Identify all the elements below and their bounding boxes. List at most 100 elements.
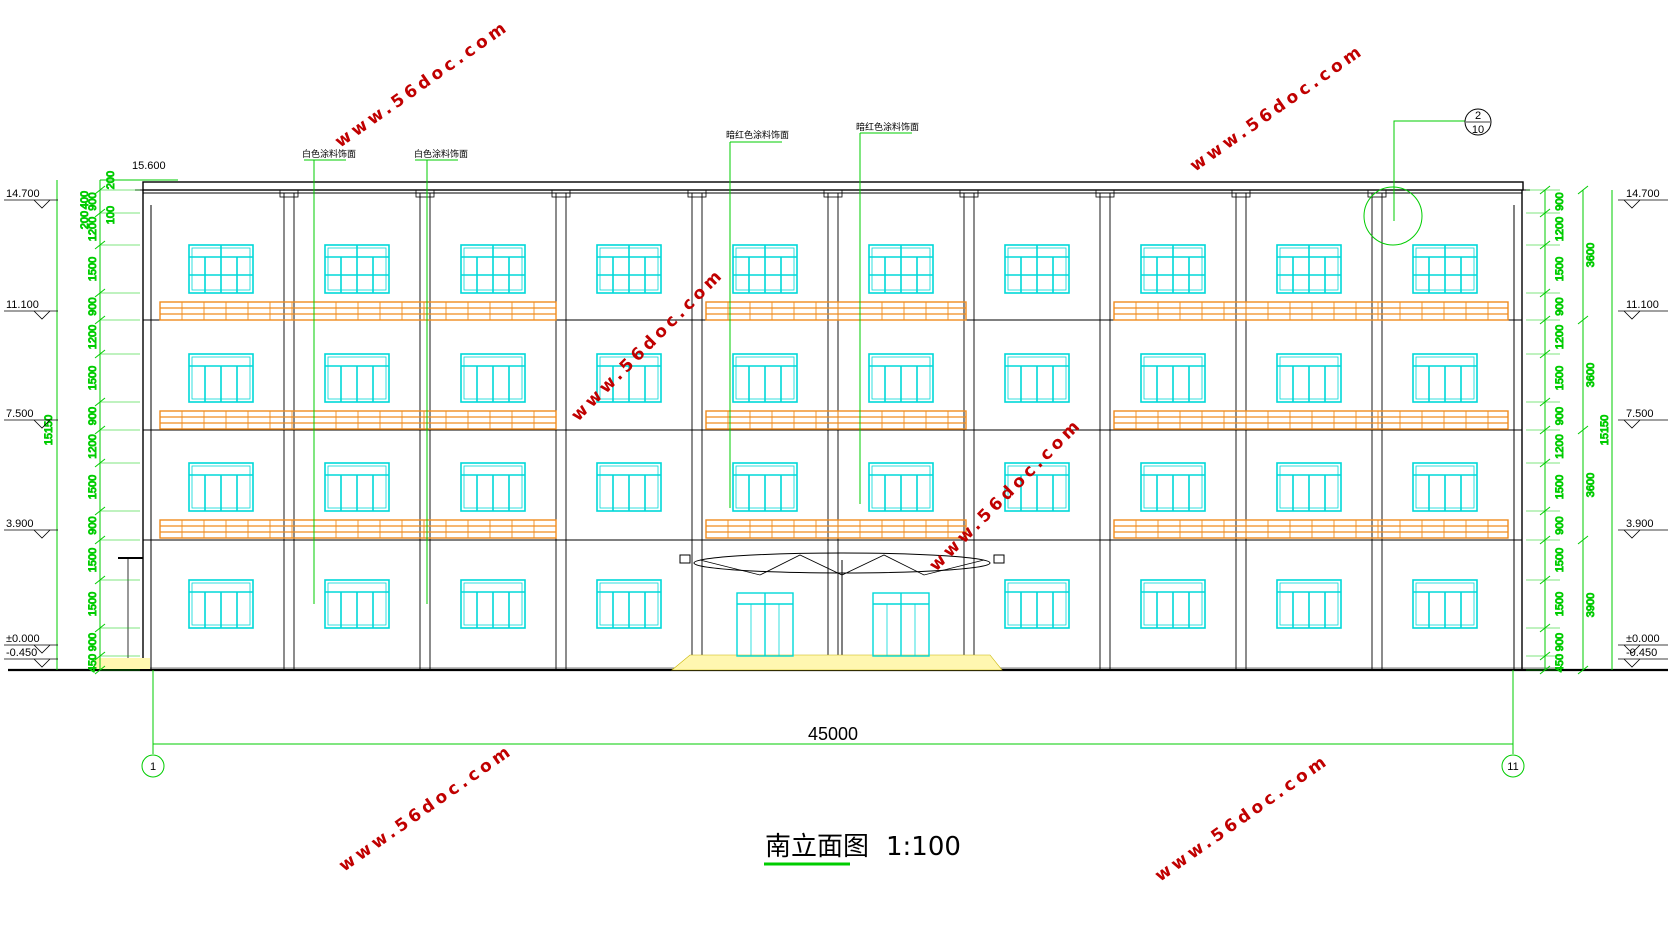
- right-dim-label: 1500: [1554, 257, 1566, 281]
- railing-segment: [1113, 410, 1509, 430]
- overall-width-label: 45000: [808, 724, 858, 744]
- total-height-right: 15150: [1599, 415, 1611, 446]
- watermark-4: www.56doc.com: [925, 414, 1086, 575]
- left-dim-label: 900: [87, 407, 99, 425]
- watermark-5: www.56doc.com: [335, 740, 517, 876]
- balcony-railings: [159, 301, 1509, 539]
- elevation-symbol: [33, 199, 51, 209]
- railing-segment: [159, 410, 557, 430]
- floor-height-label: 3900: [1585, 593, 1597, 617]
- roof-elevation: 15.600: [132, 160, 166, 172]
- right-dim-label: 900: [1554, 192, 1566, 210]
- detail-callout: 2 10: [1464, 108, 1492, 136]
- entrance-door: [736, 592, 794, 657]
- railing-segment: [1113, 301, 1509, 321]
- railing-frame: [705, 301, 967, 321]
- elevation-label: 11.100: [6, 299, 39, 311]
- entrance-door: [872, 592, 930, 657]
- entrance-canopy: [679, 552, 1005, 670]
- drawing-title: 南立面图: [765, 832, 869, 862]
- dim-tick: [1577, 535, 1589, 545]
- elevation-symbol: [1623, 529, 1641, 539]
- window: [1004, 353, 1070, 403]
- elevation-symbol: [33, 419, 51, 429]
- right-dim-label: 900: [1554, 516, 1566, 534]
- windows: [188, 244, 1478, 629]
- floor-height-label: 3600: [1585, 363, 1597, 387]
- right-dim-label: 900: [1554, 407, 1566, 425]
- window: [1004, 462, 1070, 512]
- elevation-symbol: [1623, 644, 1641, 654]
- window: [732, 353, 798, 403]
- railing-segment: [1113, 519, 1509, 539]
- right-dim-label: 1500: [1554, 475, 1566, 499]
- window: [460, 244, 526, 294]
- elevation-label: 7.500: [6, 408, 34, 420]
- railing-frame: [705, 519, 967, 539]
- window: [460, 579, 526, 629]
- detail-callout-sheet: 10: [1472, 124, 1484, 136]
- left-ground-strip: [95, 658, 150, 669]
- window: [868, 462, 934, 512]
- window: [324, 244, 390, 294]
- pilaster-cap: [279, 189, 299, 198]
- pilaster-cap: [1095, 189, 1115, 198]
- window: [188, 244, 254, 294]
- window: [1004, 579, 1070, 629]
- right-dim-label: 450: [1554, 654, 1566, 672]
- elevation-symbol: [1623, 310, 1641, 320]
- elevation-symbol: [1623, 419, 1641, 429]
- railing-segment: [705, 301, 967, 321]
- elevation-symbol: [1623, 658, 1641, 668]
- window: [1276, 579, 1342, 629]
- window: [1276, 353, 1342, 403]
- annotation-white-2: 白色涂料饰面: [414, 148, 468, 160]
- window: [460, 353, 526, 403]
- elevation-label: -0.450: [1626, 647, 1657, 659]
- right-dim-label: 1200: [1554, 325, 1566, 349]
- window: [188, 462, 254, 512]
- pilaster-cap: [1231, 189, 1251, 198]
- left-dimension-ticks: 9001200150090012001500900120015009001500…: [43, 170, 140, 675]
- window: [1412, 244, 1478, 294]
- window: [1412, 353, 1478, 403]
- left-dim-label: 1500: [87, 592, 99, 616]
- railing-frame: [1113, 519, 1509, 539]
- right-dim-label: 1200: [1554, 217, 1566, 241]
- railing-segment: [705, 519, 967, 539]
- left-dim-label: 900: [87, 192, 99, 210]
- railing-frame: [705, 410, 967, 430]
- floor-height-label: 3600: [1585, 243, 1597, 267]
- window: [188, 353, 254, 403]
- window: [732, 244, 798, 294]
- window: [188, 579, 254, 629]
- right-dim-label: 900: [1554, 297, 1566, 315]
- elevation-symbol: [1623, 199, 1641, 209]
- watermark-6: www.56doc.com: [1151, 750, 1333, 886]
- pilaster-cap: [1367, 189, 1387, 198]
- railing-frame: [1113, 410, 1509, 430]
- annotation-red-1: 暗红色涂料饰面: [726, 129, 789, 141]
- dim-tick: [1577, 315, 1589, 325]
- elevation-symbol: [33, 529, 51, 539]
- watermark-2: www.56doc.com: [1186, 40, 1368, 176]
- window: [868, 244, 934, 294]
- pilaster-cap: [823, 189, 843, 198]
- right-dim-label: 1500: [1554, 548, 1566, 572]
- left-dim-label: 450: [87, 654, 99, 672]
- left-dim-label: 1500: [87, 257, 99, 281]
- parapet-dim-label: 400: [79, 191, 91, 209]
- total-height-left: 15150: [43, 415, 55, 446]
- right-dim-label: 1500: [1554, 366, 1566, 390]
- dim-tick: [1577, 425, 1589, 435]
- drawing-scale: 1:100: [886, 832, 961, 862]
- left-dimension-lines: [56, 179, 178, 670]
- window: [324, 579, 390, 629]
- window: [1276, 244, 1342, 294]
- elevation-symbol: [33, 310, 51, 320]
- right-dimension-ticks: 9001200150090012001500900120015009001500…: [1526, 185, 1612, 675]
- left-dim-label: 1500: [87, 475, 99, 499]
- dim-tick: [1577, 665, 1589, 675]
- railing-segment: [159, 301, 557, 321]
- elevation-label: 3.900: [6, 518, 34, 530]
